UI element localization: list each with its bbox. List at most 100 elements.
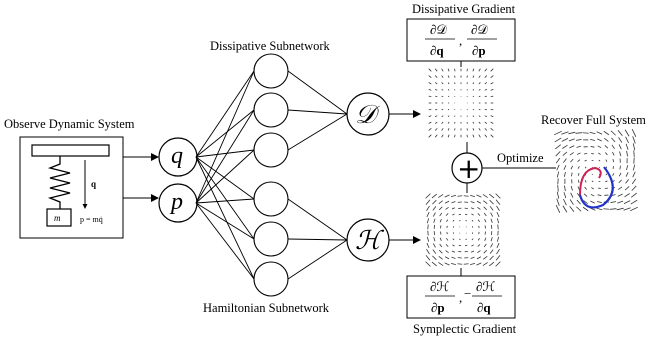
dissipative-arrow xyxy=(478,128,481,131)
recovered-arrow xyxy=(597,138,602,142)
recovered-arrow xyxy=(598,159,601,162)
optimize-label: Optimize xyxy=(497,151,544,165)
dissipative-arrow xyxy=(434,121,438,124)
symplectic-arrow xyxy=(450,262,456,266)
recovered-arrow xyxy=(556,171,560,178)
recovered-arrow xyxy=(584,186,587,190)
dD-sep: , xyxy=(459,33,462,48)
symplectic-arrow xyxy=(432,249,437,254)
symplectic-arrow xyxy=(482,194,488,198)
symplectic-arrow xyxy=(444,194,450,198)
dissipative-arrow xyxy=(428,68,432,72)
recovered-arrow xyxy=(584,153,588,155)
dissipative-arrow xyxy=(472,121,475,124)
recovered-arrow xyxy=(590,146,595,148)
recovered-arrow xyxy=(605,159,608,162)
hidden-layer xyxy=(253,53,289,297)
symplectic-arrow xyxy=(426,211,430,218)
symplectic-arrow xyxy=(470,250,475,253)
dissipative-arrow xyxy=(478,134,481,138)
trajectory-blue xyxy=(578,166,614,209)
recovered-arrow xyxy=(556,191,560,199)
dissipative-arrow xyxy=(441,82,444,85)
recovered-arrow xyxy=(631,178,637,185)
symplectic-arrow xyxy=(482,262,488,266)
recovered-arrow xyxy=(623,207,631,211)
recovered-arrow xyxy=(555,151,561,157)
symplectic-arrow xyxy=(439,219,442,223)
dissipative-arrow xyxy=(447,108,450,111)
symplectic-arrow xyxy=(495,199,501,205)
recovered-arrow xyxy=(570,185,573,191)
recovered-arrow xyxy=(576,206,582,212)
dissipative-arrow xyxy=(434,88,438,91)
symplectic-arrow xyxy=(438,200,443,205)
symplectic-vector-field xyxy=(425,193,501,267)
recovered-arrow xyxy=(605,173,608,176)
recovered-arrow xyxy=(605,180,608,183)
recovered-arrow xyxy=(589,131,596,135)
dissipative-arrow xyxy=(454,82,456,85)
dissipative-arrow xyxy=(466,89,468,91)
dH-sep: , xyxy=(459,290,462,305)
symplectic-arrow xyxy=(431,193,438,199)
hidden-neuron xyxy=(253,181,289,217)
dissipative-arrow xyxy=(472,128,475,131)
recovered-arrow xyxy=(618,186,623,190)
dD-den-1: ∂q xyxy=(430,43,444,58)
recovered-arrow xyxy=(619,165,621,170)
symplectic-arrow xyxy=(451,207,456,210)
dissipative-arrow xyxy=(472,95,475,98)
recovered-arrow xyxy=(619,151,622,157)
dissipative-arrow xyxy=(484,68,488,72)
hidden-H-edge xyxy=(287,239,348,280)
symplectic-arrow xyxy=(438,249,443,254)
dissipative-arrow xyxy=(466,134,468,138)
symplectic-arrow xyxy=(426,242,430,249)
symplectic-arrow xyxy=(451,250,456,253)
recovered-arrow xyxy=(604,138,609,142)
recovered-arrow xyxy=(617,129,623,137)
dD-num-1: ∂𝒟 xyxy=(430,22,447,37)
dissipative-arrow xyxy=(466,68,468,72)
recovered-arrow xyxy=(630,206,638,212)
symplectic-arrow xyxy=(438,255,443,260)
symplectic-arrow xyxy=(476,200,482,204)
dissipative-arrow xyxy=(484,88,488,91)
symplectic-arrow xyxy=(446,237,449,241)
symplectic-arrow xyxy=(425,193,431,199)
dissipative-arrow xyxy=(478,95,481,98)
symplectic-arrow xyxy=(488,193,495,199)
dissipative-arrow xyxy=(490,108,494,111)
recovered-arrow xyxy=(632,171,636,178)
symplectic-arrow xyxy=(426,236,430,242)
recovered-arrow xyxy=(617,193,623,197)
symplectic-arrow xyxy=(431,261,438,267)
symplectic-arrow xyxy=(444,200,450,204)
dissipative-arrow xyxy=(478,121,481,124)
symplectic-arrow xyxy=(432,243,436,248)
recovered-arrow xyxy=(609,208,617,210)
hamiltonian-subnetwork-label: Hamiltonian Subnetwork xyxy=(203,301,330,315)
symplectic-arrow xyxy=(483,243,487,248)
recovered-arrow xyxy=(596,207,603,211)
dissipative-fraction-box: ∂𝒟 ∂q , ∂𝒟 ∂p xyxy=(406,18,516,62)
symplectic-arrow xyxy=(477,219,480,223)
recovered-arrow xyxy=(583,200,588,204)
dissipative-arrow xyxy=(478,108,481,111)
recovered-arrow xyxy=(590,200,595,204)
symplectic-arrow xyxy=(432,212,436,217)
recovered-arrow xyxy=(563,198,567,206)
hidden-neuron xyxy=(253,92,289,128)
input-hidden-edge xyxy=(195,109,255,204)
recovered-arrow xyxy=(612,151,615,156)
dissipative-arrow xyxy=(490,128,494,131)
recovered-arrow xyxy=(562,144,568,149)
recovered-arrow xyxy=(578,179,580,183)
symplectic-arrow xyxy=(471,244,474,247)
dissipative-arrow xyxy=(428,134,432,138)
dissipative-arrow xyxy=(441,134,444,138)
q-spring-label: q xyxy=(91,179,96,189)
recovered-arrow xyxy=(583,193,588,197)
symplectic-arrow xyxy=(471,219,474,222)
